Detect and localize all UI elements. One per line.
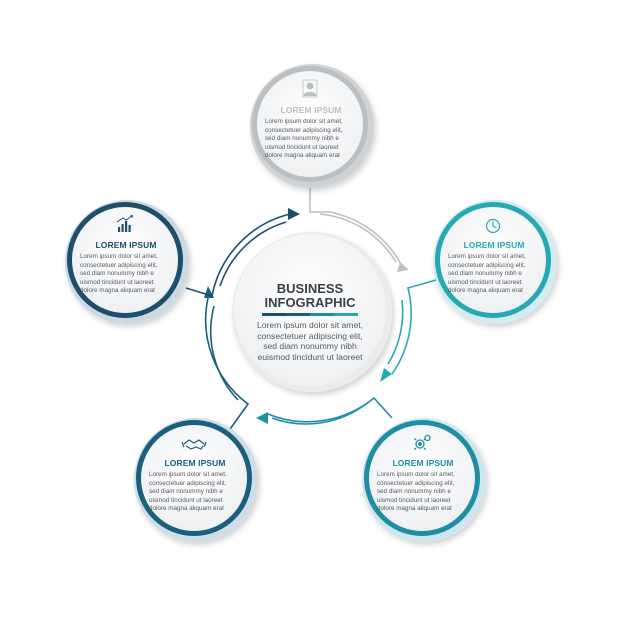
center-content: BUSINESS INFOGRAPHIC Lorem ipsum dolor s… bbox=[244, 282, 376, 362]
node-right-title: LOREM IPSUM bbox=[463, 240, 525, 250]
arrow-head-teal-light bbox=[380, 368, 392, 382]
node-ring-top bbox=[250, 64, 374, 188]
handshake-icon bbox=[181, 439, 207, 450]
node-left-body: Lorem ipsum dolor sit amet, consectetuer… bbox=[80, 253, 158, 295]
node-ring-bottom-right bbox=[362, 418, 486, 542]
arrow-head-gray bbox=[397, 262, 409, 272]
node-ring-bottom-left bbox=[134, 418, 258, 542]
connector-arcs bbox=[185, 186, 437, 433]
node-bottom-left-body: Lorem ipsum dolor sit amet, consectetuer… bbox=[149, 471, 227, 513]
center-underline bbox=[262, 313, 358, 316]
node-left: LOREM IPSUM Lorem ipsum dolor sit amet, … bbox=[80, 240, 172, 296]
node-bottom-right: LOREM IPSUM Lorem ipsum dolor sit amet, … bbox=[377, 458, 469, 514]
node-ring-left bbox=[65, 200, 189, 324]
arc-top-to-right bbox=[309, 186, 403, 267]
gears-icon bbox=[414, 434, 431, 450]
node-right: LOREM IPSUM Lorem ipsum dolor sit amet, … bbox=[448, 240, 540, 296]
node-top: LOREM IPSUM Lorem ipsum dolor sit amet, … bbox=[265, 105, 357, 161]
node-top-title: LOREM IPSUM bbox=[280, 105, 342, 115]
node-bottom-left-title: LOREM IPSUM bbox=[164, 458, 226, 468]
center-title: BUSINESS INFOGRAPHIC bbox=[264, 281, 356, 310]
center-circle bbox=[232, 232, 392, 392]
arrow-head-teal bbox=[256, 412, 268, 424]
node-right-body: Lorem ipsum dolor sit amet, consectetuer… bbox=[448, 253, 526, 295]
arc-bottom-left-to-left bbox=[204, 297, 250, 433]
growth-chart-icon bbox=[116, 215, 133, 232]
node-ring-right bbox=[433, 200, 557, 324]
arc-right-to-bottom-right bbox=[391, 279, 437, 375]
arrow-head-navy-dark bbox=[288, 208, 300, 220]
node-left-title: LOREM IPSUM bbox=[95, 240, 157, 250]
clock-icon bbox=[485, 218, 501, 234]
arc-bottom-right-to-bottom-left bbox=[267, 396, 393, 423]
node-bottom-right-title: LOREM IPSUM bbox=[392, 458, 454, 468]
user-icon bbox=[302, 79, 318, 98]
center-body: Lorem ipsum dolor sit amet, consectetuer… bbox=[256, 320, 364, 362]
center-title-spacer bbox=[244, 310, 376, 320]
node-bottom-right-body: Lorem ipsum dolor sit amet, consectetuer… bbox=[377, 471, 455, 513]
node-top-body: Lorem ipsum dolor sit amet, consectetuer… bbox=[265, 118, 343, 160]
arc-left-to-top bbox=[185, 213, 291, 298]
node-bottom-left: LOREM IPSUM Lorem ipsum dolor sit amet, … bbox=[149, 458, 241, 514]
